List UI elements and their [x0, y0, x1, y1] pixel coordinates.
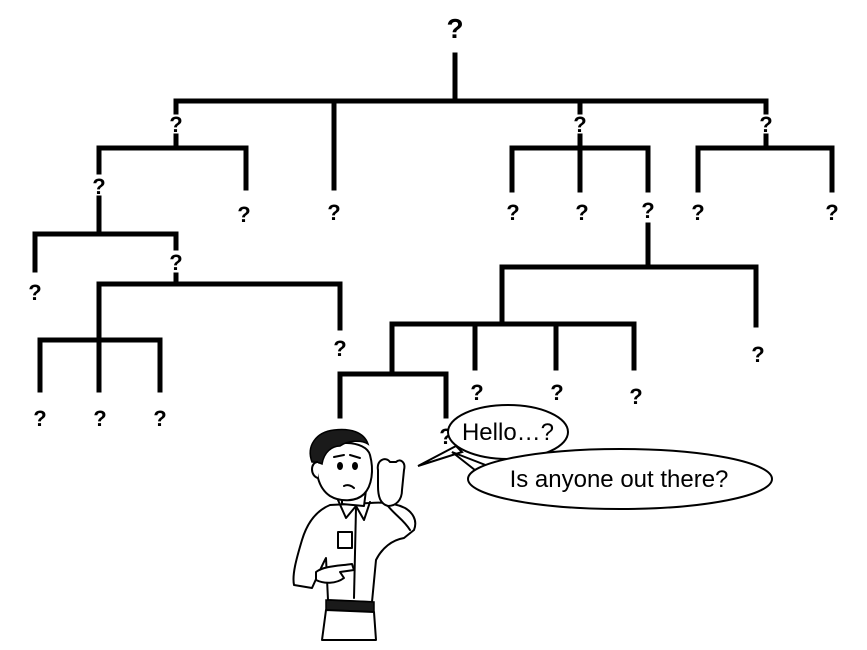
tree-nodes: ? ? ? ? ? ? ? ? ? ? ? ? ? ? ? ? ? ? ? ? … — [28, 13, 838, 449]
tree-node: ? — [759, 112, 772, 137]
tree-node: ? — [28, 280, 41, 305]
tree-node: ? — [470, 380, 483, 405]
tree-node: ? — [629, 384, 642, 409]
tree-node: ? — [333, 336, 346, 361]
tree-node: ? — [93, 406, 106, 431]
person-mouth — [343, 484, 355, 489]
person-pants — [321, 609, 377, 641]
person-pointing-hand — [315, 563, 355, 584]
person-hair — [309, 428, 370, 466]
person-ear — [311, 461, 319, 479]
speech-bubble-2 — [467, 448, 773, 510]
person-placket — [353, 507, 357, 599]
speech-bubble-1-text: Hello…? — [462, 419, 554, 446]
tree-branches — [32, 52, 835, 419]
branch-level-1-drops — [173, 98, 769, 191]
branch-mid-l2-drops — [499, 264, 759, 328]
speech-bubble-tail-1 — [417, 444, 464, 467]
speech-bubble-2-text: Is anyone out there? — [510, 466, 729, 493]
tree-node: ? — [92, 174, 105, 199]
branch-left-l4-drops — [37, 337, 163, 393]
tree-node: ? — [825, 200, 838, 225]
tree-node: ? — [327, 200, 340, 225]
person-illustration — [292, 428, 417, 641]
tree-node: ? — [169, 112, 182, 137]
person-pocket — [337, 531, 353, 549]
tree-node: ? — [169, 250, 182, 275]
tree-node: ? — [641, 198, 654, 223]
branch-left-l2-drops — [32, 231, 179, 273]
speech-bubbles: Hello…? Is anyone out there? — [417, 404, 773, 510]
person-eyebrows — [333, 454, 361, 459]
person-eye-left — [337, 462, 343, 470]
tree-node: ? — [550, 380, 563, 405]
branch-mid-l4-drops — [337, 371, 449, 419]
branch-right-drops — [695, 145, 835, 193]
branch-mid-drops — [509, 145, 651, 193]
branch-mid-l3-drops — [389, 321, 637, 376]
tree-node: ? — [573, 112, 586, 137]
tree-node: ? — [751, 342, 764, 367]
branch-left-drops — [96, 145, 249, 191]
tree-node: ? — [575, 200, 588, 225]
tree-node: ? — [691, 200, 704, 225]
tree-node-root: ? — [446, 13, 463, 44]
tree-node: ? — [33, 406, 46, 431]
person-eye-right — [352, 462, 358, 470]
tree-node: ? — [153, 406, 166, 431]
person-raised-arm — [387, 505, 411, 531]
tree-node: ? — [506, 200, 519, 225]
person-raised-hand — [376, 458, 406, 507]
tree-node: ? — [237, 202, 250, 227]
branch-left-l3-drops — [96, 281, 343, 393]
